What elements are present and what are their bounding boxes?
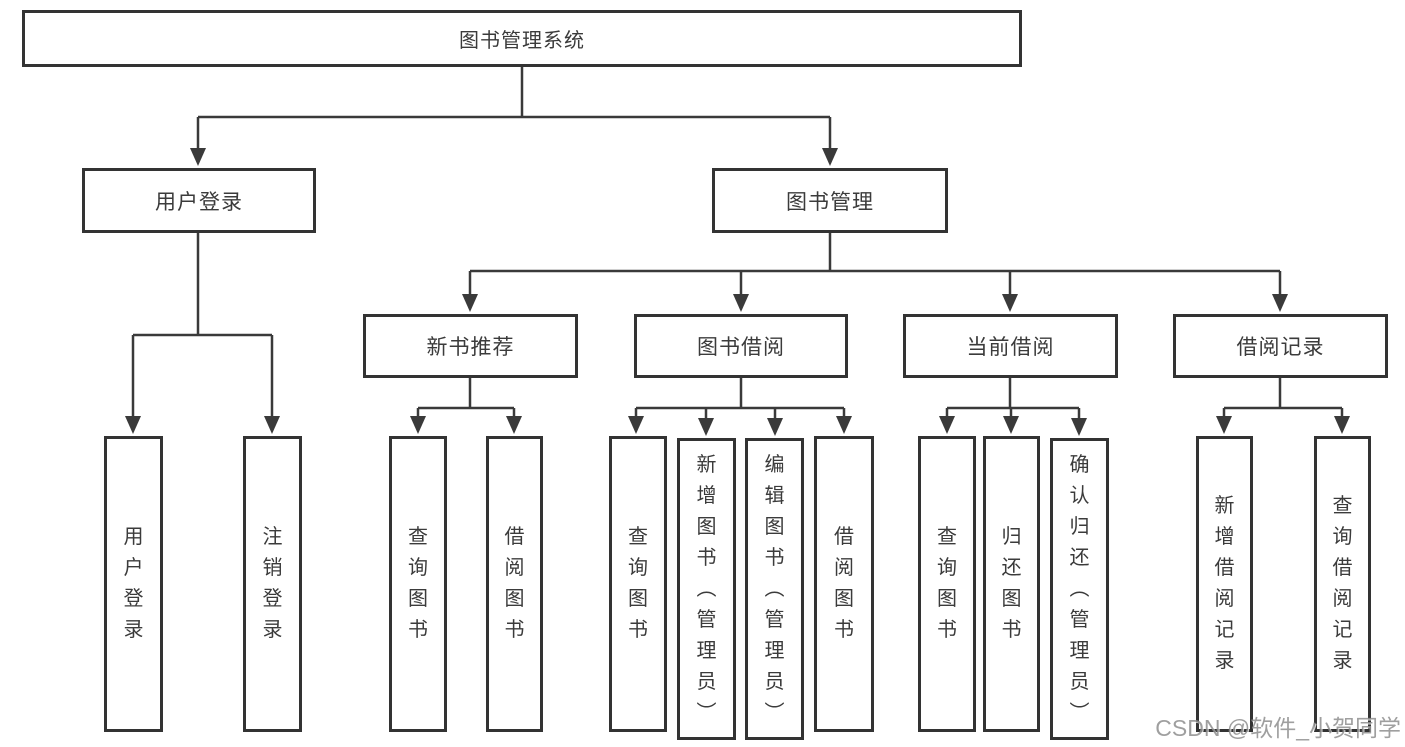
leaf-borrow-books: 借阅图书 <box>486 436 543 732</box>
leaf-query-books: 查询图书 <box>389 436 447 732</box>
node-book-management: 图书管理 <box>712 168 948 233</box>
leaf-edit-book-admin: 编辑图书︵管理员︶ <box>745 438 804 740</box>
node-label: 新增图书︵管理员︶ <box>696 453 717 724</box>
leaf-query-books: 查询图书 <box>918 436 976 732</box>
leaf-return-book: 归还图书 <box>983 436 1040 732</box>
node-book-borrowing: 图书借阅 <box>634 314 848 378</box>
node-label: 当前借阅 <box>966 336 1055 359</box>
node-current-borrowing: 当前借阅 <box>903 314 1118 378</box>
node-label: 新书推荐 <box>426 336 515 359</box>
node-label: 用户登录 <box>123 526 144 641</box>
node-label: 借阅记录 <box>1236 336 1325 359</box>
connector-borrow-record-children <box>1216 378 1350 434</box>
node-label: 用户登录 <box>155 190 243 214</box>
node-label: 归还图书 <box>1001 526 1022 641</box>
node-label: 新增借阅记录 <box>1214 495 1235 672</box>
leaf-borrow-books: 借阅图书 <box>814 436 874 732</box>
connector-book-management-children <box>462 233 1288 312</box>
connector-new-book-children <box>410 378 522 434</box>
csdn-watermark: CSDN @软件_小贺同学 <box>1155 715 1401 741</box>
node-new-book-recommendation: 新书推荐 <box>363 314 578 378</box>
node-label: 图书管理系统 <box>459 30 585 52</box>
node-label: 借阅图书 <box>504 526 525 641</box>
leaf-add-book-admin: 新增图书︵管理员︶ <box>677 438 736 740</box>
node-label: 图书管理 <box>786 190 874 214</box>
node-label: 查询图书 <box>408 526 428 641</box>
leaf-add-borrow-record: 新增借阅记录 <box>1196 436 1253 732</box>
node-label: 编辑图书︵管理员︶ <box>764 453 785 724</box>
node-label: 注销登录 <box>262 526 283 641</box>
node-label: 查询借阅记录 <box>1332 495 1353 672</box>
node-user-login: 用户登录 <box>82 168 316 233</box>
node-label: 图书借阅 <box>697 336 785 359</box>
node-label: 查询图书 <box>628 526 648 641</box>
connector-book-borrow-children <box>628 378 852 436</box>
leaf-user-login: 用户登录 <box>104 436 163 732</box>
connector-current-borrow-children <box>939 378 1087 436</box>
connector-user-login-children <box>125 233 280 434</box>
connector-root-to-level2 <box>190 66 838 166</box>
leaf-logout: 注销登录 <box>243 436 302 732</box>
leaf-confirm-return-admin: 确认归还︵管理员︶ <box>1050 438 1109 740</box>
node-label: 确认归还︵管理员︶ <box>1069 453 1090 724</box>
leaf-query-books: 查询图书 <box>609 436 667 732</box>
node-borrowing-records: 借阅记录 <box>1173 314 1388 378</box>
leaf-query-borrow-record: 查询借阅记录 <box>1314 436 1371 732</box>
node-label: 查询图书 <box>937 526 957 641</box>
node-library-management-system: 图书管理系统 <box>22 10 1022 67</box>
node-label: 借阅图书 <box>834 526 854 641</box>
